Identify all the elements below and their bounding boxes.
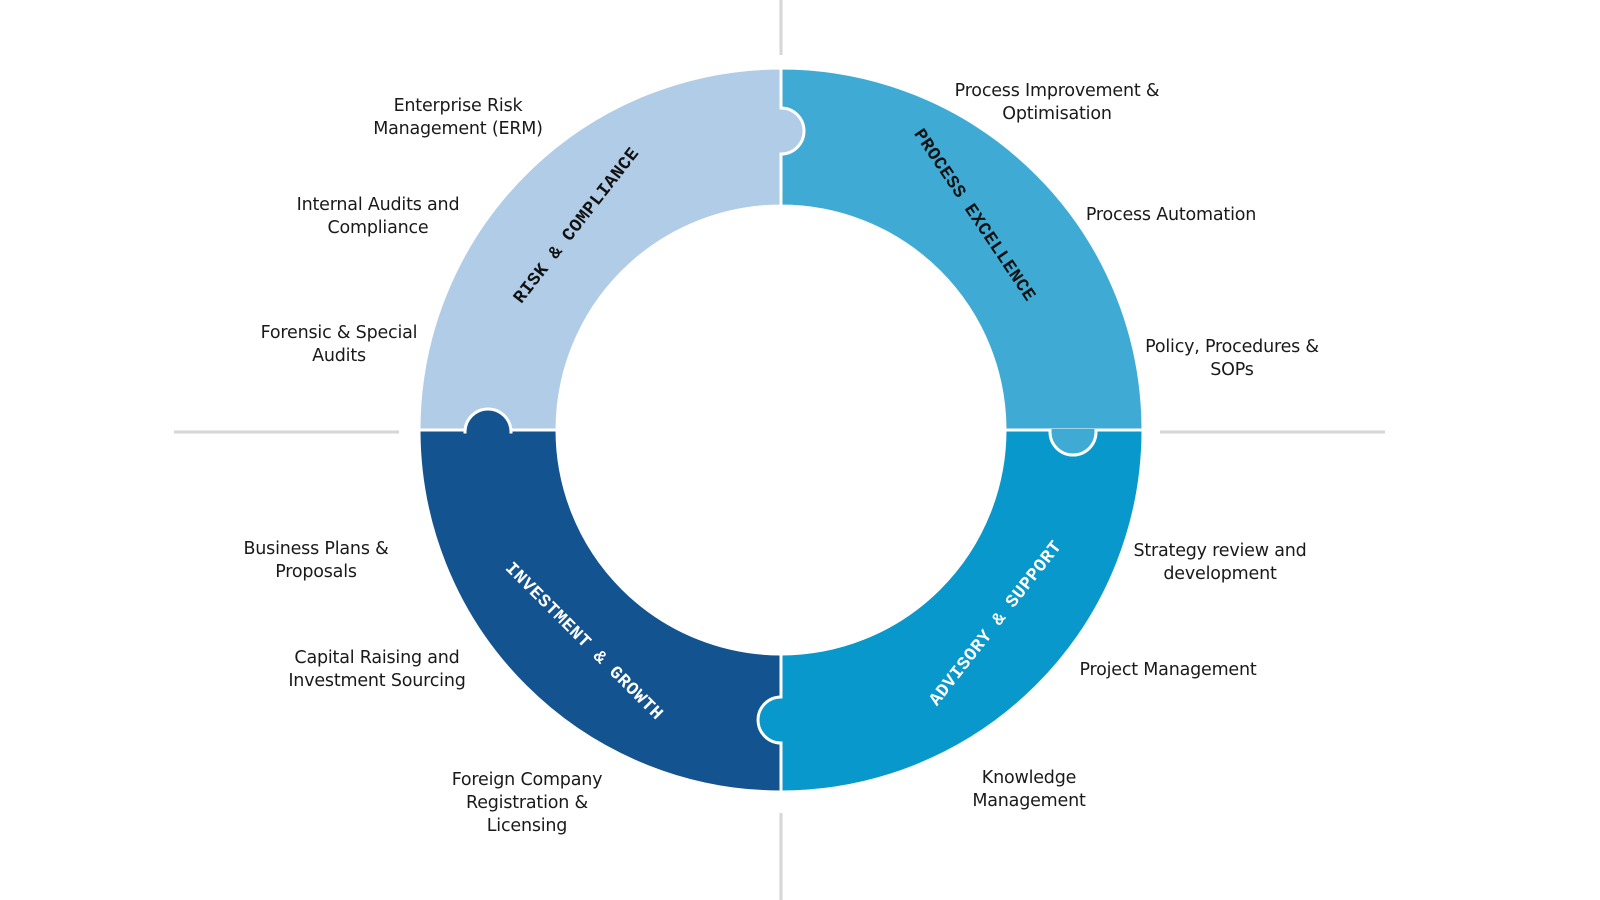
service-forensic-audits: Forensic & Special Audits [260, 323, 418, 366]
service-process-automation: Process Automation [1085, 205, 1257, 225]
puzzle-tab-join-advisory [779, 698, 784, 742]
service-foreign-company: Foreign Company Registration & Licensing [451, 770, 603, 836]
service-internal-audits: Internal Audits and Compliance [296, 195, 460, 238]
service-business-plans: Business Plans & Proposals [243, 539, 389, 582]
service-capital-raising: Capital Raising and Investment Sourcing [288, 648, 466, 691]
puzzle-tab-join-risk [778, 109, 783, 153]
puzzle-tab-investment [463, 407, 513, 434]
puzzle-tab-join-investment [466, 430, 510, 435]
service-knowledge-management: Knowledge Management [972, 768, 1086, 811]
segment-process [779, 66, 1145, 432]
service-strategy-review: Strategy review and development [1133, 541, 1307, 584]
segment-risk [417, 66, 783, 432]
ring [417, 66, 1145, 794]
puzzle-tab-join-process [1051, 429, 1095, 434]
puzzle-tab-risk [779, 106, 806, 156]
service-erm: Enterprise Risk Management (ERM) [373, 96, 543, 139]
puzzle-tab-process [1048, 430, 1098, 457]
service-process-improvement: Process Improvement & Optimisation [954, 81, 1160, 124]
puzzle-tabs [463, 106, 1098, 745]
service-policy-procedures: Policy, Procedures & SOPs [1145, 337, 1319, 380]
puzzle-tab-advisory [756, 695, 783, 745]
segment-advisory [779, 428, 1145, 794]
segment-investment [417, 428, 783, 794]
service-project-management: Project Management [1079, 660, 1257, 680]
